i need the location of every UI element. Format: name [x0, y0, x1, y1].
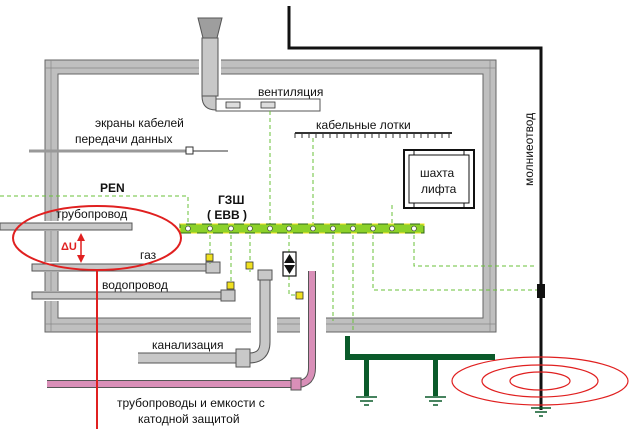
sewer-label: канализация: [152, 338, 223, 352]
bonding-clamp-icon: [226, 281, 235, 290]
pen-conductor: PEN: [100, 181, 125, 195]
potential-difference: ΔU: [12, 205, 182, 429]
clamps: [205, 253, 304, 300]
ventilation-label: вентиляция: [258, 85, 323, 99]
cable-screens: экраны кабелей передачи данных: [29, 116, 228, 155]
lift-shaft-label-1: шахта: [420, 166, 455, 180]
water-pipe: [31, 291, 233, 300]
ebb-label: ( EBB ): [207, 208, 247, 222]
bonding-clamp-icon: [185, 146, 194, 155]
sewer-pipe: [138, 269, 273, 368]
lift-shaft-label-2: лифта: [421, 182, 457, 196]
cable-trays: кабельные лотки: [294, 118, 452, 138]
bonding-clamp-icon: [295, 291, 304, 300]
gzsh-label: ГЗШ: [218, 193, 244, 207]
water-label: водопровод: [102, 278, 168, 292]
bonding-clamp-icon: [205, 253, 214, 262]
isolation-valve-icon: [282, 251, 297, 277]
ground-symbol-icon: [531, 407, 551, 417]
ground-symbol-icon: [425, 396, 446, 406]
pipeline-pipe: [0, 222, 133, 231]
foundation-electrode: [345, 336, 551, 417]
cable-screens-label-2: передачи данных: [75, 132, 173, 146]
pipeline-label: трубопровод: [56, 207, 127, 221]
cathodic-label-2: катодной защитой: [138, 412, 240, 426]
cathodic-pipe: [47, 271, 316, 391]
cathodic-label-1: трубопроводы и емкости с: [117, 396, 265, 410]
lightning-rod: молниеотвод: [287, 6, 545, 410]
lightning-rod-label: молниеотвод: [522, 113, 536, 186]
ventilation-duct: вентиляция: [197, 17, 323, 112]
pen-label: PEN: [100, 181, 125, 195]
bonding-clamp-icon: [245, 261, 254, 270]
cable-trays-label: кабельные лотки: [316, 118, 411, 132]
cable-screens-label-1: экраны кабелей: [95, 116, 184, 130]
earthing-rings: [451, 356, 629, 406]
delta-u-label: ΔU: [61, 241, 77, 253]
main-earthing-bar: ГЗШ ( EBB ): [179, 193, 425, 234]
lift-shaft: шахта лифта: [403, 149, 475, 209]
gas-label: газ: [140, 248, 157, 262]
ground-symbol-icon: [356, 396, 377, 406]
